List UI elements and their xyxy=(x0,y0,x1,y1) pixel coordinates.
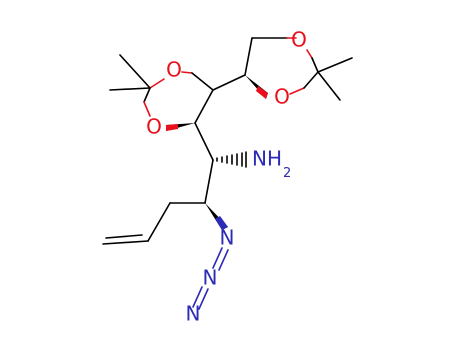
atom-azide-n2: N xyxy=(203,266,218,290)
bond-ring2-ch2-ch xyxy=(244,37,253,76)
bond-ring1-o1-seg xyxy=(181,71,193,74)
bond-ring-link xyxy=(212,74,246,91)
bond-ring2-cq-b xyxy=(303,71,319,89)
atom-oxygen-2: O xyxy=(146,115,162,139)
bond-ring1-ch-ch xyxy=(194,89,214,124)
bond-ring2-cq-o4 xyxy=(289,87,305,95)
bond-ring1-me1 xyxy=(119,54,151,89)
bond-chain-4 xyxy=(147,202,171,242)
bond-azide-2a xyxy=(192,286,203,308)
bond-vinyl-b xyxy=(105,234,143,239)
atom-amine: NH xyxy=(252,147,282,171)
bond-azide-1b xyxy=(218,249,229,271)
atom-amine-subscript: 2 xyxy=(283,166,291,181)
bond-ring1-o1-cq xyxy=(149,78,165,89)
wedge-ring1-o2-red xyxy=(166,124,178,131)
atom-oxygen-1: O xyxy=(166,58,182,82)
bond-chain-1 xyxy=(194,122,214,161)
atom-azide-n3: N xyxy=(186,302,201,326)
atom-azide-n1: N xyxy=(220,226,235,250)
bond-ring2-me2 xyxy=(317,71,341,101)
bond-ring1-cq-o2 xyxy=(143,101,151,117)
atom-oxygen-3: O xyxy=(291,28,307,52)
atom-oxygen-4: O xyxy=(274,85,290,109)
bond-azide-1a xyxy=(212,247,223,269)
bond-ring1-cq-a xyxy=(143,87,151,103)
bond-ring2-cq-a xyxy=(311,57,319,73)
bond-vinyl-a xyxy=(102,240,149,245)
wedge-ring2-o4-red xyxy=(256,86,268,99)
bond-ring2-me1 xyxy=(317,57,353,73)
bond-chain-2 xyxy=(204,159,214,204)
bond-ring1-ch-o1 xyxy=(191,72,214,91)
wedge-azide-blue xyxy=(215,216,228,230)
bond-ring2-o3-cq xyxy=(306,49,313,59)
hash-bond-amine xyxy=(216,151,247,168)
bond-azide-2b xyxy=(198,288,209,310)
bond-ring1-me2 xyxy=(109,87,151,91)
